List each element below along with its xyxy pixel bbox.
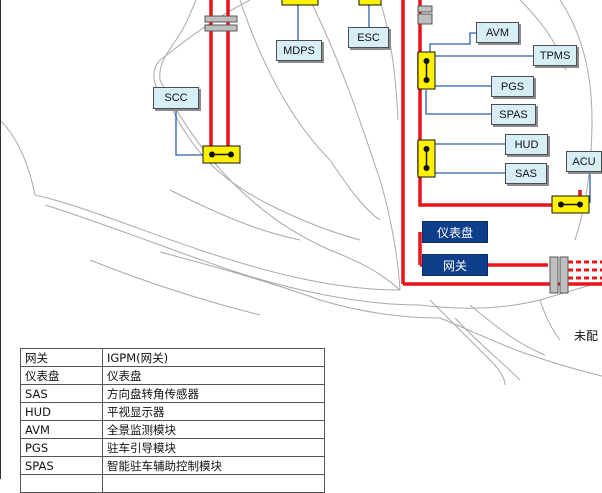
module-gateway: 网关 xyxy=(422,254,488,276)
module-scc: SCC xyxy=(153,87,199,109)
module-instrument-cluster: 仪表盘 xyxy=(422,221,488,243)
legend-desc xyxy=(102,474,325,493)
module-tpms: TPMS xyxy=(533,45,577,66)
legend-abbr: 仪表盘 xyxy=(20,366,103,385)
module-pgs: PGS xyxy=(491,76,534,97)
car-outline xyxy=(0,0,602,386)
legend-desc: IGPM(网关) xyxy=(102,348,325,367)
module-acu: ACU xyxy=(566,151,602,172)
frame-border xyxy=(0,0,1,479)
optional-bus xyxy=(568,260,602,280)
legend-abbr: SAS xyxy=(20,384,103,403)
module-esc: ESC xyxy=(348,27,389,48)
legend-abbr: PGS xyxy=(20,438,103,457)
legend-row xyxy=(20,474,325,493)
legend-abbr: 网关 xyxy=(20,348,103,367)
legend-abbr xyxy=(20,474,103,493)
legend-abbr: SPAS xyxy=(20,456,103,475)
legend-desc: 方向盘转角传感器 xyxy=(102,384,325,403)
module-hud: HUD xyxy=(505,134,548,155)
module-mdps: MDPS xyxy=(276,40,322,61)
module-spas: SPAS xyxy=(491,104,536,125)
signal-links xyxy=(175,2,591,203)
legend-abbr: HUD xyxy=(20,402,103,421)
legend-desc: 仪表盘 xyxy=(102,366,325,385)
diagram-canvas xyxy=(0,0,602,386)
legend-row: 仪表盘仪表盘 xyxy=(20,366,325,385)
legend-desc: 全景监测模块 xyxy=(102,420,325,439)
module-sas: SAS xyxy=(505,163,547,184)
legend-abbr: AVM xyxy=(20,420,103,439)
legend-desc: 驻车引导模块 xyxy=(102,438,325,457)
module-avm: AVM xyxy=(476,22,519,43)
grey-connectors xyxy=(204,5,569,294)
legend-desc: 智能驻车辅助控制模块 xyxy=(102,456,325,475)
unconfigured-note: 未配 xyxy=(574,329,599,343)
legend-desc: 平视显示器 xyxy=(102,402,325,421)
yellow-connectors xyxy=(202,0,590,214)
